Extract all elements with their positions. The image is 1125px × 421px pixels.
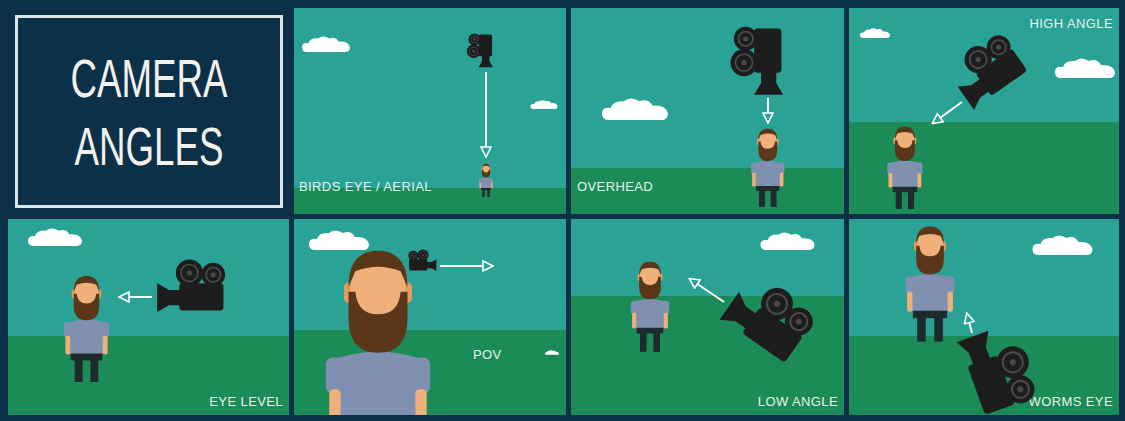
angle-label: BIRDS EYE / AERIAL bbox=[299, 179, 432, 194]
angle-label: HIGH ANGLE bbox=[1030, 16, 1113, 31]
angle-label: WORMS EYE bbox=[1029, 394, 1114, 409]
angle-panel: HIGH ANGLE bbox=[849, 8, 1119, 214]
angle-label: POV bbox=[473, 347, 502, 362]
title-panel: CAMERA ANGLES bbox=[15, 15, 283, 208]
angle-panel: WORMS EYE bbox=[849, 219, 1119, 415]
angle-label: OVERHEAD bbox=[577, 179, 653, 194]
angle-panel: BIRDS EYE / AERIAL bbox=[294, 8, 566, 214]
angle-panel: POV bbox=[294, 219, 566, 415]
angle-label: LOW ANGLE bbox=[758, 394, 838, 409]
angle-panel: LOW ANGLE bbox=[571, 219, 844, 415]
diagram-title: CAMERA ANGLES bbox=[67, 44, 230, 180]
angle-panel: EYE LEVEL bbox=[8, 219, 289, 415]
angle-panel: OVERHEAD bbox=[571, 8, 844, 214]
angle-label: EYE LEVEL bbox=[209, 394, 283, 409]
